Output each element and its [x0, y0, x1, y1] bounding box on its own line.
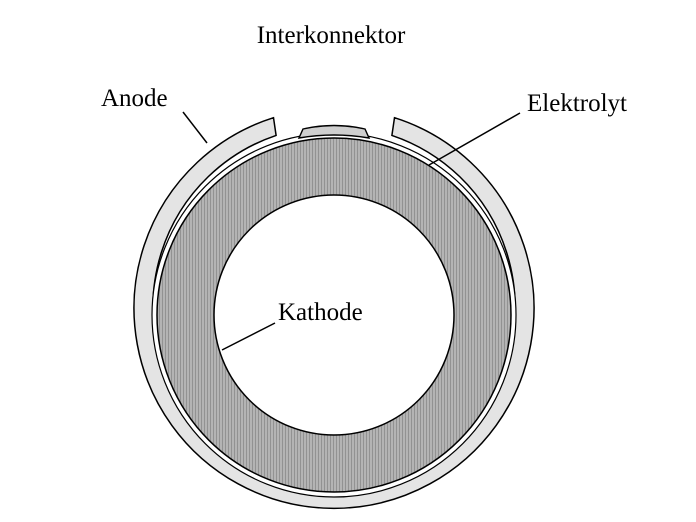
anode-leader-line [182, 111, 208, 144]
electrolyte-leader-line [428, 112, 521, 166]
cathode-leader-line [221, 322, 276, 351]
anode-label: Anode [101, 85, 168, 112]
cathode-label: Kathode [278, 299, 363, 326]
interconnector-label: Interkonnektor [257, 22, 406, 49]
cathode-inner-bore [213, 194, 455, 436]
electrolyte-label: Elektrolyt [527, 90, 627, 117]
interconnector-strip [297, 124, 371, 139]
